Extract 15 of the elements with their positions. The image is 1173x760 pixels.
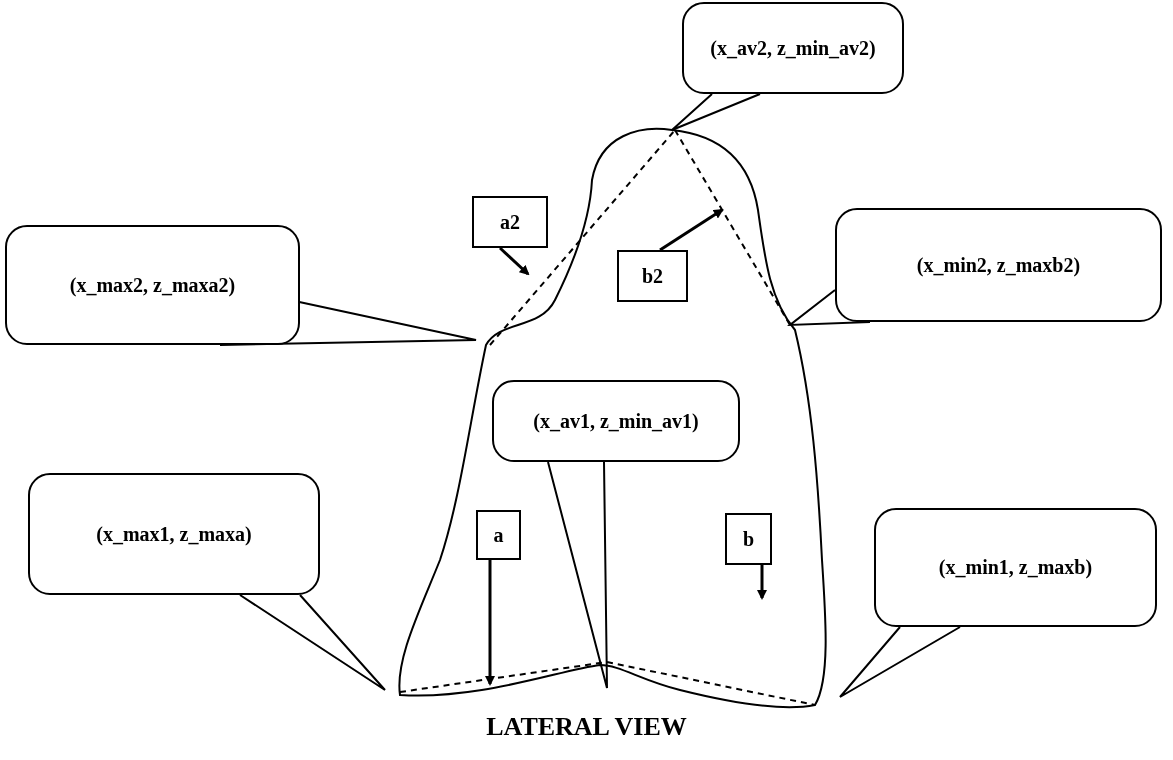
label-box: b2 xyxy=(617,250,688,302)
callout-bubble: (x_min1, z_maxb) xyxy=(874,508,1157,627)
arrow xyxy=(659,208,724,252)
callout-bubble: (x_max1, z_maxa) xyxy=(28,473,320,595)
callout-bubble: (x_av1, z_min_av1) xyxy=(492,380,740,462)
label-box: a2 xyxy=(472,196,548,248)
label-box: b xyxy=(725,513,772,565)
callout-bubble: (x_min2, z_maxb2) xyxy=(835,208,1162,322)
arrow xyxy=(485,560,495,686)
caption-text: LATERAL VIEW xyxy=(485,712,688,742)
arrow xyxy=(757,565,767,600)
arrow xyxy=(498,246,530,276)
callout-bubble: (x_av2, z_min_av2) xyxy=(682,2,904,94)
callout-bubble: (x_max2, z_maxa2) xyxy=(5,225,300,345)
label-box: a xyxy=(476,510,521,560)
